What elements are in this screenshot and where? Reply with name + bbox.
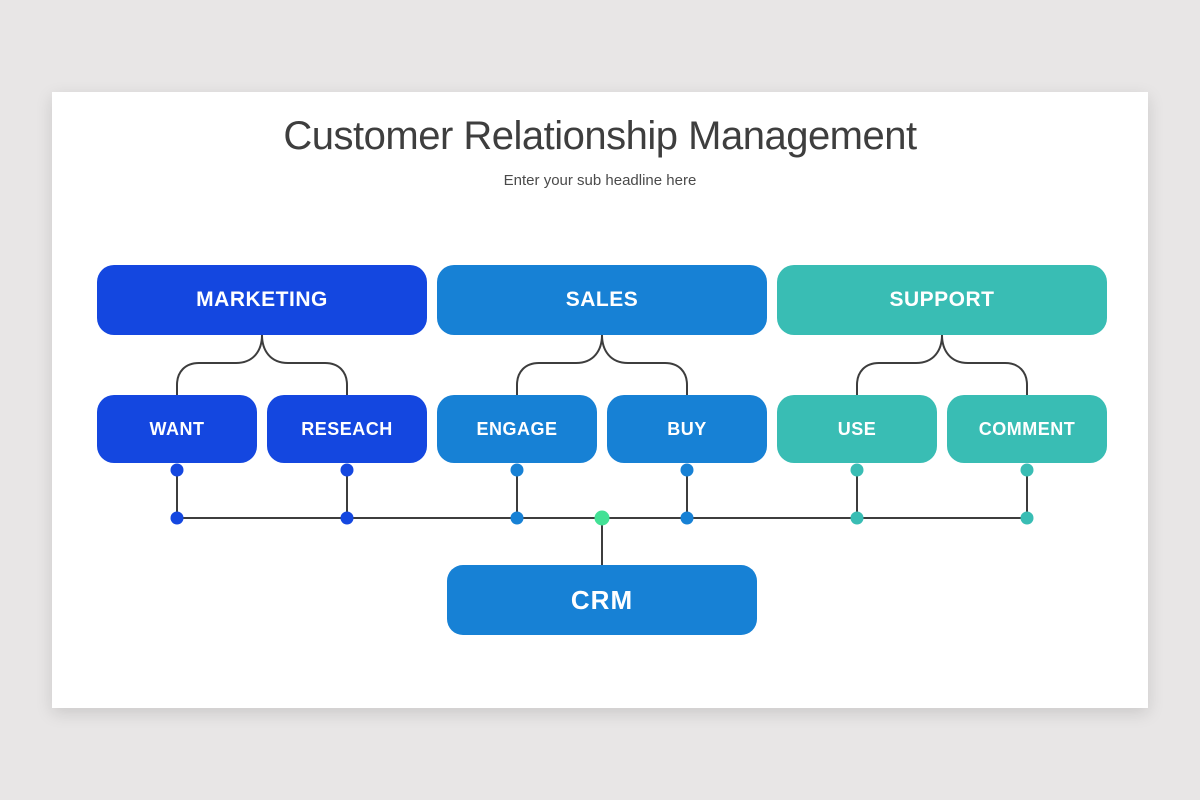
- node-sales[interactable]: SALES: [437, 265, 767, 335]
- node-support[interactable]: SUPPORT: [777, 265, 1107, 335]
- node-reseach[interactable]: RESEACH: [267, 395, 427, 463]
- connector-support-use: [856, 334, 943, 395]
- comment-anchor-dot: [1020, 463, 1034, 477]
- page-title: Customer Relationship Management: [283, 114, 917, 158]
- node-comment-label: COMMENT: [978, 418, 1076, 439]
- buy-junction-dot: [680, 511, 694, 525]
- node-crm[interactable]: CRM: [447, 565, 757, 635]
- bus-junction-dots: [170, 511, 1034, 525]
- connector-marketing-want: [176, 334, 263, 395]
- connector-sales-buy: [601, 334, 688, 395]
- buy-anchor-dot: [680, 463, 694, 477]
- connector-sales-engage: [516, 334, 603, 395]
- node-use[interactable]: USE: [777, 395, 937, 463]
- reseach-anchor-dot: [340, 463, 354, 477]
- branch-connectors: [176, 334, 1028, 395]
- node-buy[interactable]: BUY: [607, 395, 767, 463]
- node-reseach-label: RESEACH: [301, 418, 393, 439]
- comment-junction-dot: [1020, 511, 1034, 525]
- node-crm-label: CRM: [570, 584, 634, 615]
- node-comment[interactable]: COMMENT: [947, 395, 1107, 463]
- node-engage-label: ENGAGE: [476, 418, 558, 439]
- node-marketing[interactable]: MARKETING: [97, 265, 427, 335]
- node-want-label: WANT: [149, 418, 205, 439]
- use-anchor-dot: [850, 463, 864, 477]
- connector-marketing-reseach: [261, 334, 348, 395]
- node-engage[interactable]: ENGAGE: [437, 395, 597, 463]
- connector-support-comment: [941, 334, 1028, 395]
- want-anchor-dot: [170, 463, 184, 477]
- node-sales-label: SALES: [565, 288, 639, 311]
- node-marketing-label: MARKETING: [196, 288, 328, 311]
- node-want[interactable]: WANT: [97, 395, 257, 463]
- engage-anchor-dot: [510, 463, 524, 477]
- crm-junction-dot: [594, 510, 610, 526]
- slide-canvas: Customer Relationship Management Enter y…: [52, 92, 1148, 708]
- page-subtitle: Enter your sub headline here: [503, 172, 697, 189]
- reseach-junction-dot: [340, 511, 354, 525]
- bus-stub-lines: [176, 470, 1028, 518]
- node-buy-label: BUY: [667, 418, 707, 439]
- node-anchor-dots: [170, 463, 1034, 477]
- node-use-label: USE: [837, 418, 877, 439]
- engage-junction-dot: [510, 511, 524, 525]
- use-junction-dot: [850, 511, 864, 525]
- node-support-label: SUPPORT: [889, 288, 995, 311]
- want-junction-dot: [170, 511, 184, 525]
